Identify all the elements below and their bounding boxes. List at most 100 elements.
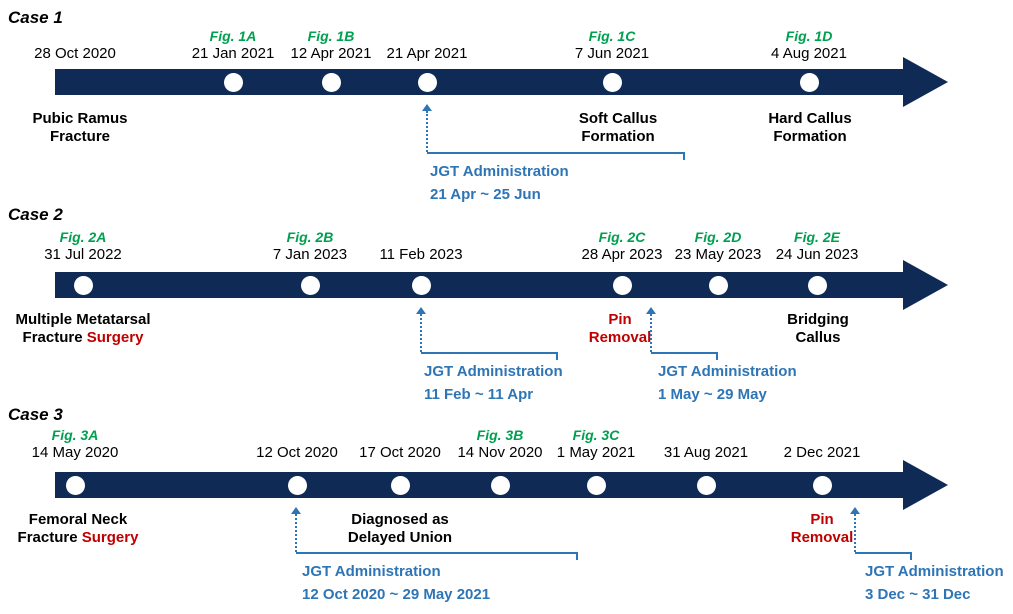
event-date: 28 Apr 2023 xyxy=(581,246,663,263)
annotation-line: Fracture xyxy=(32,128,127,146)
case-label: Case 2 xyxy=(8,205,63,224)
treatment-duration-line xyxy=(296,552,578,554)
annotation-text-segment: Bridging xyxy=(787,311,849,328)
annotation-line: Pin xyxy=(589,311,652,329)
treatment-period: 3 Dec ~ 31 Dec xyxy=(865,586,971,603)
event-marker xyxy=(799,72,819,92)
event-date: 1 May 2021 xyxy=(556,444,636,461)
event-date: 2 Dec 2021 xyxy=(783,444,861,461)
figure-label: Fig. 2D xyxy=(694,229,742,245)
treatment-duration-line xyxy=(427,152,685,154)
event-marker xyxy=(696,475,716,495)
figure-label: Fig. 2E xyxy=(794,229,840,245)
treatment-start-arrowhead-icon xyxy=(416,307,426,314)
annotation-line: Fracture Surgery xyxy=(15,329,150,347)
annotation-line: Callus xyxy=(787,329,849,347)
treatment-title: JGT Administration xyxy=(430,163,569,180)
treatment-start-arrowhead-icon xyxy=(291,507,301,514)
annotation-text-segment: Formation xyxy=(773,128,847,145)
event-date: 31 Jul 2022 xyxy=(44,246,122,263)
treatment-label: JGT Administration 3 Dec ~ 31 Dec xyxy=(865,560,1004,606)
treatment-duration-tick xyxy=(910,552,912,560)
annotation-text-segment: Delayed Union xyxy=(347,529,453,546)
treatment-duration-tick xyxy=(716,352,718,360)
treatment-duration-line xyxy=(421,352,558,354)
treatment-duration-tick xyxy=(683,152,685,160)
figure-label: Fig. 3C xyxy=(572,427,620,443)
treatment-start-arrowhead-icon xyxy=(422,104,432,111)
event-marker xyxy=(807,275,827,295)
annotation-text-segment: Hard Callus xyxy=(768,110,852,127)
treatment-start-dotted-line xyxy=(854,514,856,552)
annotation-line: Pubic Ramus xyxy=(32,110,127,128)
treatment-period: 1 May ~ 29 May xyxy=(658,386,767,403)
annotation-text-segment: Removal xyxy=(790,529,854,546)
event-date: 7 Jun 2021 xyxy=(574,45,650,62)
event-date: 7 Jan 2023 xyxy=(272,246,348,263)
annotation-text-segment: Multiple Metatarsal xyxy=(15,311,151,328)
treatment-start-dotted-line xyxy=(650,314,652,352)
annotation-line: Removal xyxy=(791,529,854,547)
treatment-start-arrowhead-icon xyxy=(646,307,656,314)
treatment-start-dotted-line xyxy=(420,314,422,352)
event-marker xyxy=(708,275,728,295)
annotation-text-segment: Formation xyxy=(581,128,655,145)
annotation-text-segment: Soft Callus xyxy=(578,110,658,127)
event-marker xyxy=(287,475,307,495)
annotation-line: Removal xyxy=(589,329,652,347)
treatment-start-dotted-line xyxy=(295,514,297,552)
event-marker xyxy=(602,72,622,92)
annotation-text-segment: Femoral Neck xyxy=(28,511,128,528)
timeline-arrow-shaft xyxy=(55,272,903,298)
treatment-title: JGT Administration xyxy=(865,563,1004,580)
annotation-line: Formation xyxy=(579,128,657,146)
annotation-text-segment: Diagnosed as xyxy=(351,511,449,528)
annotation-text-segment: Fracture xyxy=(22,329,87,346)
event-marker xyxy=(612,275,632,295)
treatment-title: JGT Administration xyxy=(424,363,563,380)
event-date: 31 Aug 2021 xyxy=(663,444,749,461)
figure-label: Fig. 3A xyxy=(51,427,99,443)
treatment-period: 12 Oct 2020 ~ 29 May 2021 xyxy=(302,586,491,603)
treatment-period: 21 Apr ~ 25 Jun xyxy=(430,186,541,203)
annotation-text-segment: Surgery xyxy=(81,529,139,546)
case-label: Case 1 xyxy=(8,8,63,27)
event-marker xyxy=(411,275,431,295)
event-date: 14 May 2020 xyxy=(31,444,119,461)
annotation-line: Diagnosed as xyxy=(348,511,452,529)
treatment-start-dotted-line xyxy=(426,111,428,152)
timeline-arrowhead-icon xyxy=(903,460,948,510)
treatment-label: JGT Administration 21 Apr ~ 25 Jun xyxy=(430,160,569,206)
event-marker xyxy=(73,275,93,295)
figure-label: Fig. 1A xyxy=(209,28,257,44)
annotation-line: Pin xyxy=(791,511,854,529)
event-marker xyxy=(223,72,243,92)
event-marker xyxy=(417,72,437,92)
event-marker xyxy=(586,475,606,495)
annotation-text-segment: Pubic Ramus xyxy=(32,110,128,127)
timeline-arrow-shaft xyxy=(55,69,903,95)
event-marker xyxy=(300,275,320,295)
case-label: Case 3 xyxy=(8,405,63,424)
event-date: 12 Apr 2021 xyxy=(290,45,372,62)
annotation-line: Femoral Neck xyxy=(18,511,139,529)
event-date: 24 Jun 2023 xyxy=(775,246,859,263)
treatment-duration-line xyxy=(855,552,912,554)
annotation-text-segment: Fracture xyxy=(49,128,111,145)
event-date: 12 Oct 2020 xyxy=(256,444,338,461)
event-marker xyxy=(390,475,410,495)
event-marker xyxy=(812,475,832,495)
event-date: 21 Apr 2021 xyxy=(386,45,468,62)
annotation-text-segment: Pin xyxy=(608,311,632,328)
